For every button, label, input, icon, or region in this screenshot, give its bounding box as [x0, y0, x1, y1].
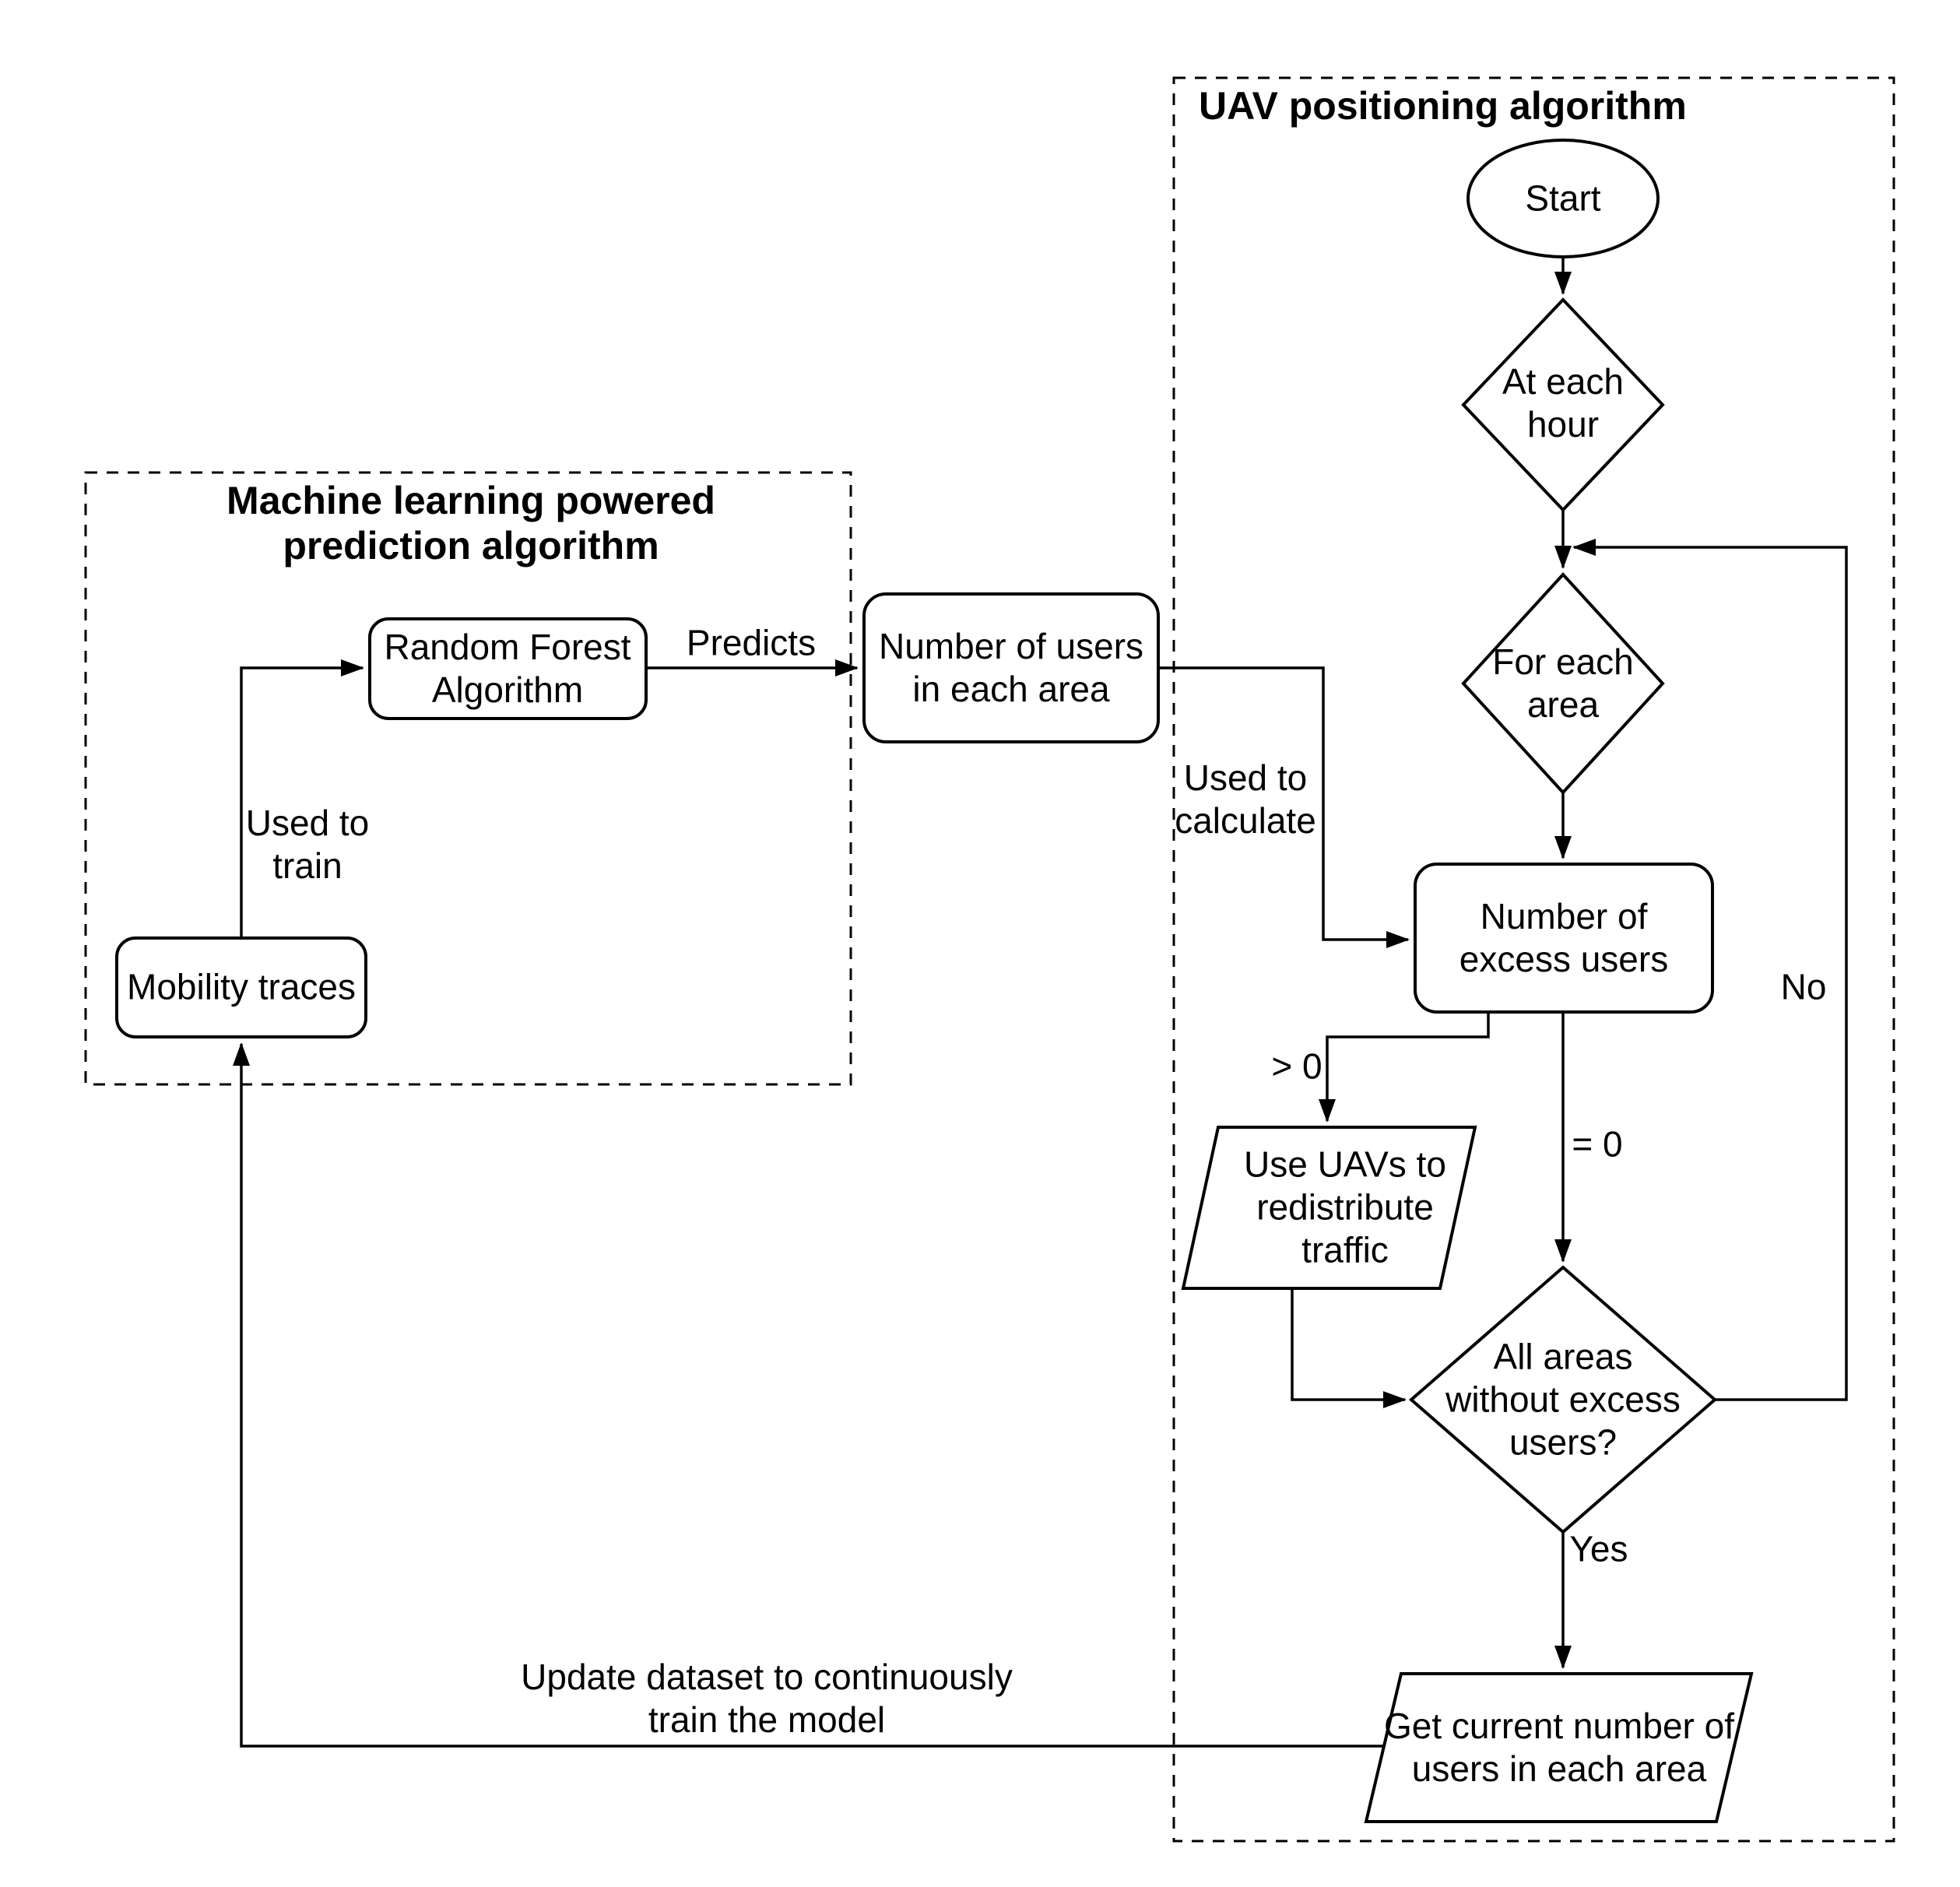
random-forest-box-shape	[368, 617, 648, 720]
update-dataset-edge-label: Update dataset to continuously train the…	[521, 1657, 1013, 1740]
used-to-calculate-edge-label: Used to calculate	[1175, 757, 1316, 841]
eq-zero-edge-label: = 0	[1572, 1123, 1623, 1165]
start-node-shape	[1466, 139, 1660, 258]
uav-group-title: UAV positioning algorithm	[1199, 84, 1687, 128]
mobility-traces-label: Mobility traces	[127, 966, 356, 1007]
at-each-hour-label: At each hour	[1502, 361, 1624, 445]
gt-zero-edge-label: > 0	[1271, 1045, 1322, 1087]
uav-group-border	[1172, 76, 1895, 1843]
edge-gt-zero-branch	[1319, 1012, 1490, 1123]
use-uavs-label: Use UAVs to redistribute traffic	[1244, 1144, 1446, 1270]
for-each-area-label: For each area	[1492, 641, 1634, 725]
get-current-parallelogram-shape	[1364, 1672, 1754, 1823]
all-areas-diamond-shape	[1408, 1265, 1718, 1534]
use-uavs-parallelogram-shape	[1181, 1126, 1477, 1290]
at-each-hour-diamond-shape	[1461, 297, 1665, 512]
edge-used-to-calculate	[1158, 666, 1410, 948]
edge-update-dataset-feedback	[233, 1042, 1384, 1748]
ml-group-border	[84, 471, 852, 1086]
random-forest-label: Random Forest Algorithm	[384, 627, 631, 710]
edge-use-uavs-to-all-areas	[1291, 1288, 1407, 1408]
edge-mobility-to-random-forest	[240, 659, 364, 938]
used-to-train-edge-label: Used to train	[245, 803, 370, 886]
number-users-label: Number of users in each area	[878, 626, 1144, 709]
ml-group-title: Machine learning powered prediction algo…	[227, 479, 715, 568]
start-node-label: Start	[1525, 177, 1601, 219]
get-current-label: Get current number of users in each area	[1384, 1706, 1734, 1789]
no-edge-label: No	[1780, 966, 1827, 1007]
edge-no-feedback	[1572, 539, 1848, 1401]
predicts-edge-label: Predicts	[686, 622, 817, 663]
for-each-area-diamond-shape	[1461, 572, 1665, 795]
yes-edge-label: Yes	[1569, 1528, 1628, 1569]
all-areas-label: All areas without excess users?	[1445, 1336, 1681, 1463]
mobility-traces-box-shape	[115, 936, 367, 1038]
excess-users-box-shape	[1414, 863, 1714, 1014]
number-users-box-shape	[862, 592, 1160, 743]
excess-users-label: Number of excess users	[1459, 896, 1669, 979]
